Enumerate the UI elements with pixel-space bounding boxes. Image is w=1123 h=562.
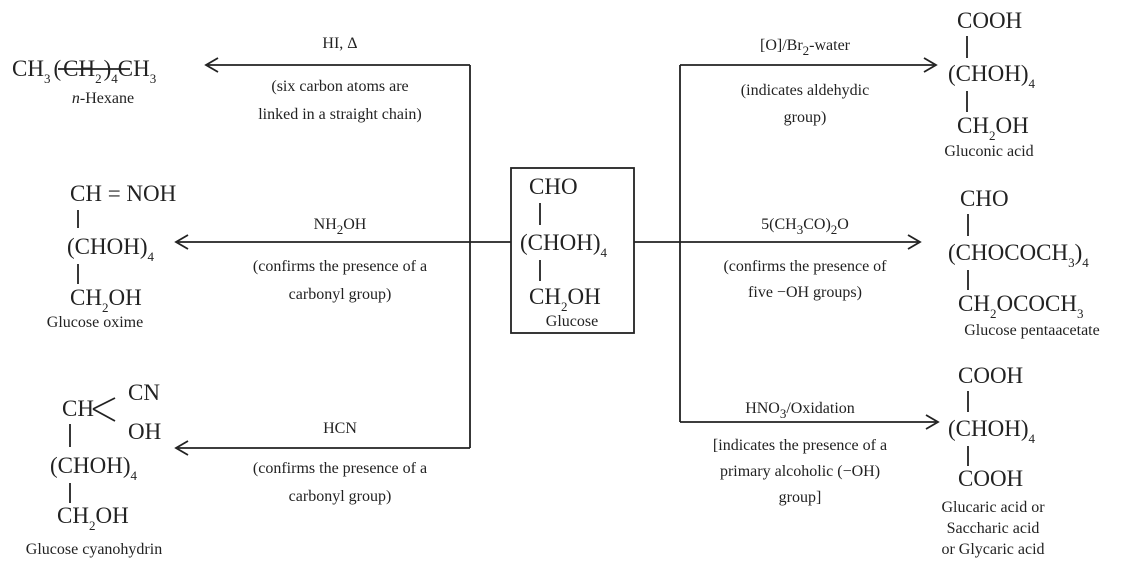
oxime-chain: (CHOH)4 (67, 234, 155, 264)
cyanohydrin-structure: CH CN OH (CHOH)4 CH2OH Glucose cyanohydr… (26, 380, 162, 558)
glucaric-label-line3: or Glycaric acid (941, 541, 1044, 558)
glucaric-top: COOH (958, 363, 1023, 388)
gluconic-ch2oh: CH2OH (957, 113, 1029, 143)
gluconic-top: COOH (957, 8, 1022, 33)
glucose-structure: CHO (CHOH)4 CH2OH Glucose (510, 167, 635, 334)
glucaric-chain: (CHOH)4 (948, 416, 1036, 446)
gluconic-note-line1: (indicates aldehydic (741, 82, 869, 99)
gluconic-note-line2: group) (784, 109, 827, 126)
hexane-formula: CH3(CH2)4CH3 (12, 56, 156, 86)
oxime-note-line1: (confirms the presence of a (253, 258, 427, 275)
arrow-to-hexane (204, 57, 470, 73)
glucaric-note-line3: group] (779, 489, 822, 506)
glucose-label: Glucose (546, 313, 598, 330)
reagent-br2-water: [O]/Br2-water (760, 37, 851, 58)
pentaacetate-top: CHO (960, 186, 1009, 211)
glucose-ch2oh: CH2OH (529, 284, 601, 314)
oxime-ch2oh: CH2OH (70, 285, 142, 315)
arrow-to-oxime (174, 234, 470, 250)
cyanohydrin-cn: CN (128, 380, 160, 405)
cyanohydrin-bond-cn (92, 397, 116, 410)
glucaric-label-line1: Glucaric acid or (941, 499, 1045, 516)
glucose-chain: (CHOH)4 (520, 230, 608, 260)
glucaric-note-line2: primary alcoholic (−OH) (720, 463, 880, 480)
oxime-top: CH = NOH (70, 181, 176, 206)
oxime-note-line2: carbonyl group) (289, 286, 392, 303)
pentaacetate-structure: CHO (CHOCOCH3)4 CH2OCOCH3 Glucose pentaa… (948, 186, 1100, 339)
reagent-hi: HI, Δ (322, 35, 357, 52)
cyanohydrin-chain: (CHOH)4 (50, 453, 138, 483)
reagent-acetic-anhydride: 5(CH3CO)2O (761, 216, 849, 237)
glucose-cho: CHO (529, 174, 578, 199)
glucose-box (510, 167, 635, 334)
arrow-to-glucaric (680, 414, 940, 430)
cyanohydrin-note-line2: carbonyl group) (289, 488, 392, 505)
pentaacetate-note-line2: five −OH groups) (748, 284, 862, 301)
glucaric-note-line1: [indicates the presence of a (713, 437, 887, 454)
pentaacetate-label: Glucose pentaacetate (964, 322, 1099, 339)
pentaacetate-note-line1: (confirms the presence of (723, 258, 887, 275)
reagent-hcn: HCN (323, 420, 357, 437)
hexane-note-line1: (six carbon atoms are (271, 78, 408, 95)
hexane-note-line2: linked in a straight chain) (258, 106, 422, 123)
pentaacetate-bottom: CH2OCOCH3 (958, 291, 1083, 321)
cyanohydrin-ch: CH (62, 396, 94, 421)
hexane-structure: CH3(CH2)4CH3 n-Hexane (12, 56, 156, 107)
arrow-to-cyanohydrin (174, 440, 470, 456)
cyanohydrin-label: Glucose cyanohydrin (26, 541, 162, 558)
gluconic-structure: COOH (CHOH)4 CH2OH Gluconic acid (944, 8, 1035, 160)
cyanohydrin-bond-oh (92, 408, 116, 422)
oxime-structure: CH = NOH (CHOH)4 CH2OH Glucose oxime (47, 181, 176, 331)
glucaric-label-line2: Saccharic acid (947, 520, 1040, 537)
gluconic-chain: (CHOH)4 (948, 61, 1036, 91)
reagent-hno3: HNO3/Oxidation (745, 400, 855, 421)
cyanohydrin-oh-top: OH (128, 419, 161, 444)
cyanohydrin-ch2oh: CH2OH (57, 503, 129, 533)
glucaric-structure: COOH (CHOH)4 COOH Glucaric acid or Sacch… (941, 363, 1045, 558)
reagent-nh2oh: NH2OH (314, 216, 367, 237)
arrow-to-pentaacetate (680, 234, 922, 250)
hexane-label: n-Hexane (72, 90, 134, 107)
cyanohydrin-note-line1: (confirms the presence of a (253, 460, 427, 477)
arrow-to-gluconic (680, 57, 938, 73)
glucaric-bottom: COOH (958, 466, 1023, 491)
gluconic-label: Gluconic acid (944, 143, 1033, 160)
pentaacetate-chain: (CHOCOCH3)4 (948, 240, 1089, 270)
oxime-label: Glucose oxime (47, 314, 143, 331)
